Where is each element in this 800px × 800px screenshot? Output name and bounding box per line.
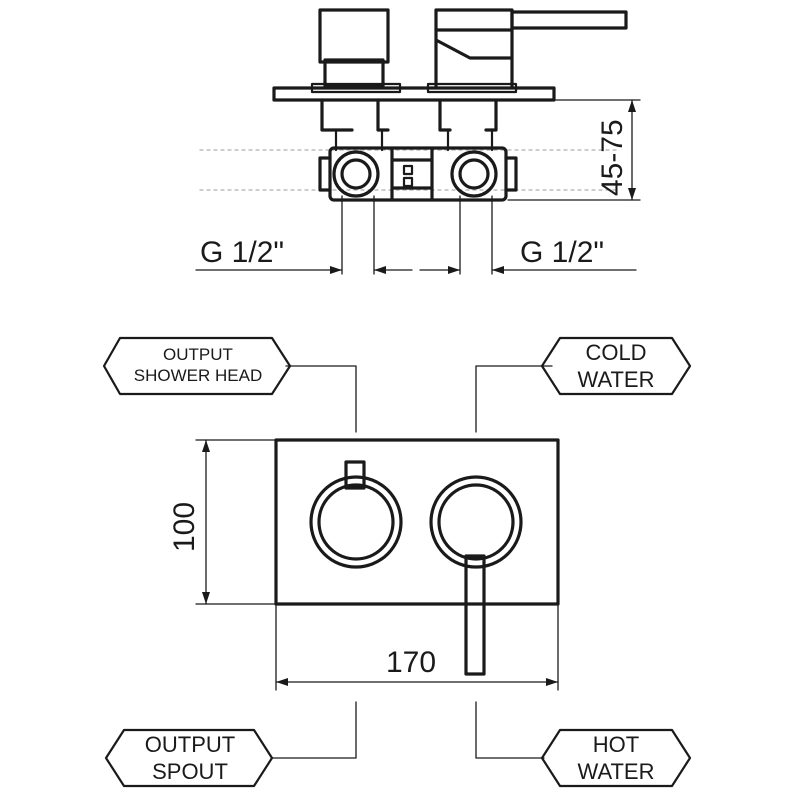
left-knob-body [318, 8, 390, 64]
right-cartridge-housing [438, 98, 498, 132]
callout-cold-water: COLD WATER [540, 336, 692, 396]
thread-extension-lines [341, 195, 493, 275]
callout-line-1: COLD [585, 340, 646, 365]
diverter-knob-indicator [344, 460, 366, 490]
right-flange [426, 82, 518, 94]
thread-arrow [374, 266, 386, 274]
right-lever-neck [434, 28, 514, 88]
left-knob-neck [323, 58, 385, 88]
cover-plate [274, 438, 560, 606]
callout-hot-water: HOT WATER [540, 728, 692, 788]
callout-frame [104, 728, 274, 788]
depth-label: 45-75 [596, 119, 629, 196]
callout-line-2: WATER [578, 759, 655, 784]
valve-stems [334, 128, 494, 152]
callout-line-2: SHOWER HEAD [134, 366, 262, 385]
mixer-knob-outer [429, 475, 523, 569]
width-arrow-left [276, 678, 288, 686]
diverter-knob-outer [309, 475, 403, 569]
right-port-outer [450, 150, 498, 198]
callout-frame [102, 336, 292, 396]
callout-line-1: HOT [593, 732, 639, 757]
left-flange [310, 82, 402, 94]
leader-output-spout [271, 701, 357, 759]
depth-arrow-bottom [628, 188, 636, 200]
left-pin [402, 164, 414, 176]
leader-hot-water [475, 701, 545, 759]
left-cartridge-housing [320, 98, 390, 132]
leader-output-shower-head [285, 365, 357, 433]
callout-line-2: WATER [578, 367, 655, 392]
valve-block [328, 146, 508, 202]
width-extension-lines [275, 603, 559, 691]
right-port-inner [458, 158, 490, 190]
depth-arrow-top [628, 100, 636, 112]
callout-line-2: SPOUT [152, 759, 228, 784]
height-label: 100 [168, 502, 201, 552]
hidden-lines [199, 149, 621, 191]
left-port-outer [332, 150, 380, 198]
thread-arrow [492, 266, 504, 274]
height-extension-lines [195, 439, 277, 605]
width-label: 170 [386, 646, 436, 679]
thread-right-label: G 1/2" [520, 236, 604, 269]
height-arrow-bottom [202, 592, 210, 604]
left-port-inner [340, 158, 372, 190]
top-view: G 1/2" G 1/2" 45-75 [195, 8, 641, 275]
callout-line-1: OUTPUT [163, 345, 233, 364]
right-side-nut [504, 156, 518, 192]
right-lever-body [434, 8, 514, 32]
right-lever-arm [510, 10, 628, 30]
thread-arrow [330, 266, 342, 274]
depth-extension-lines [507, 99, 641, 201]
callout-output-spout: OUTPUT SPOUT [104, 728, 274, 788]
front-view: 100 170 [168, 365, 560, 759]
left-side-nut [318, 156, 332, 192]
callout-line-1: OUTPUT [145, 732, 235, 757]
mixer-lever-handle [464, 554, 486, 676]
height-arrow-top [202, 440, 210, 452]
width-arrow-right [546, 678, 558, 686]
thread-arrow [448, 266, 460, 274]
right-pin [402, 176, 414, 188]
center-bridge [390, 148, 434, 200]
mounting-plate [272, 86, 556, 102]
callout-output-shower-head: OUTPUT SHOWER HEAD [102, 336, 292, 396]
mixer-knob-inner [437, 483, 515, 561]
callout-frame [540, 336, 692, 396]
diverter-knob-inner [317, 483, 395, 561]
callout-frame [540, 728, 692, 788]
leader-cold-water [475, 365, 553, 433]
thread-left-label: G 1/2" [200, 236, 284, 269]
